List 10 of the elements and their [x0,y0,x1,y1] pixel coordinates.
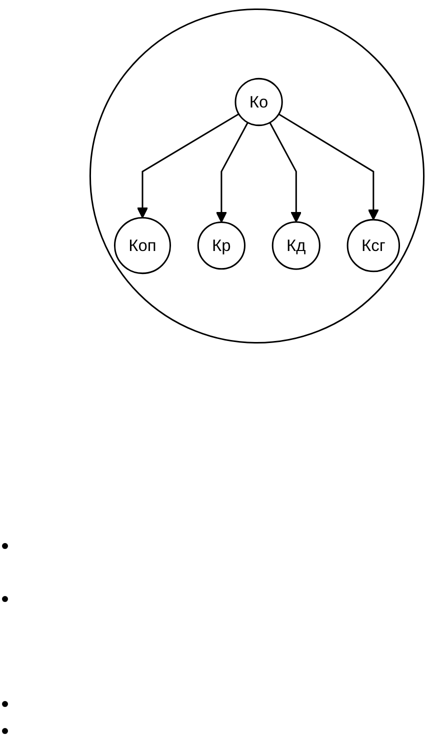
node-circle: Кр [197,221,246,270]
arrow [269,122,302,222]
node-circle: Ксг [346,218,400,272]
node-circle: Коп [114,217,172,274]
arrow [216,122,248,223]
node-circle: Ко [234,78,283,126]
cluster [89,8,425,344]
arrow [278,113,379,220]
arrow [136,113,240,218]
node-circle: Кд [272,221,320,270]
